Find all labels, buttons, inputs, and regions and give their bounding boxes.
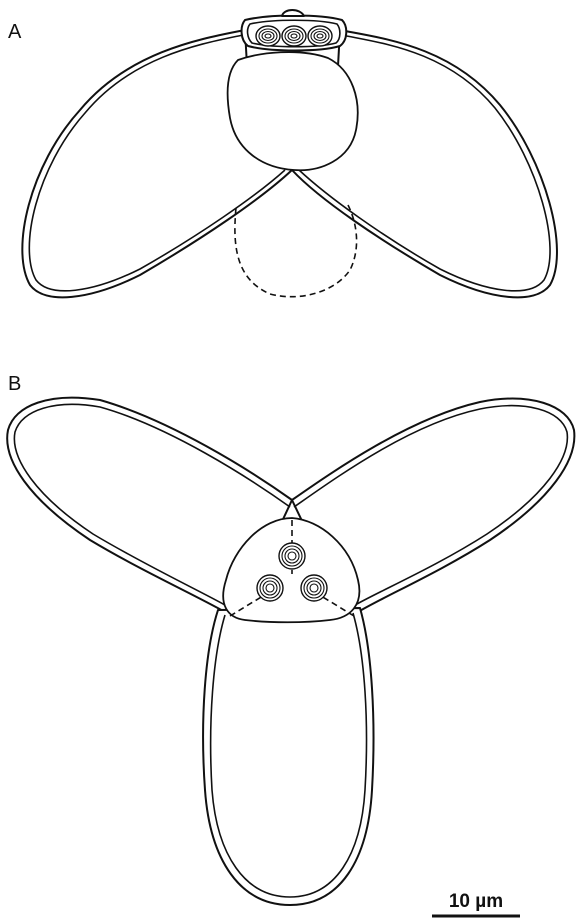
nucleus-b-1 [279, 543, 305, 569]
apical-cap-a [282, 10, 304, 16]
panel-b: B [7, 373, 574, 905]
panel-b-label: B [8, 373, 21, 395]
panel-a: A [8, 10, 557, 297]
nucleus-a-1 [256, 26, 280, 46]
nucleus-b-3 [301, 575, 327, 601]
hidden-lobe-a [235, 205, 357, 297]
air-sac-bottom-b [203, 608, 373, 905]
scale-bar-label: 10 µm [449, 891, 503, 912]
scale-bar: 10 µm [432, 891, 520, 916]
nucleus-b-2 [257, 575, 283, 601]
panel-a-label: A [8, 21, 22, 43]
nucleus-a-3 [308, 26, 332, 46]
nucleus-a-2 [282, 26, 306, 46]
